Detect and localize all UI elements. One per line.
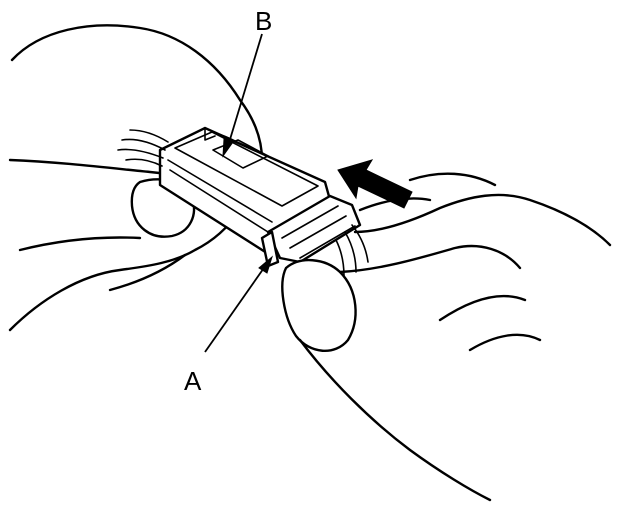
- connector-wires-right: [335, 224, 369, 277]
- left-hand-finger-crease: [18, 236, 187, 292]
- mating-connector: [266, 194, 362, 264]
- mating-connector-detail: [281, 205, 356, 259]
- connector-side-rails: [167, 127, 273, 233]
- right-hand-lower-fingers: [438, 294, 542, 352]
- left-hand-lower-outline: [8, 208, 242, 332]
- leader-arrowhead-a: [258, 255, 273, 274]
- right-hand-palm-outline: [298, 244, 522, 502]
- right-hand-thumb: [281, 258, 357, 353]
- connector-top-face: [174, 131, 319, 207]
- leader-line-b: [227, 33, 263, 147]
- callout-label-b: B: [255, 6, 272, 36]
- leader-arrowhead-b: [222, 138, 234, 158]
- callout-label-a: A: [184, 366, 202, 396]
- right-hand: [281, 172, 612, 502]
- leader-line-a: [204, 264, 267, 353]
- connector-body: [117, 126, 369, 277]
- connector-wires-left: [117, 129, 169, 167]
- lock-tab-a: [260, 230, 280, 268]
- right-hand-upper-finger: [353, 193, 612, 247]
- push-arrow-icon: [337, 159, 413, 209]
